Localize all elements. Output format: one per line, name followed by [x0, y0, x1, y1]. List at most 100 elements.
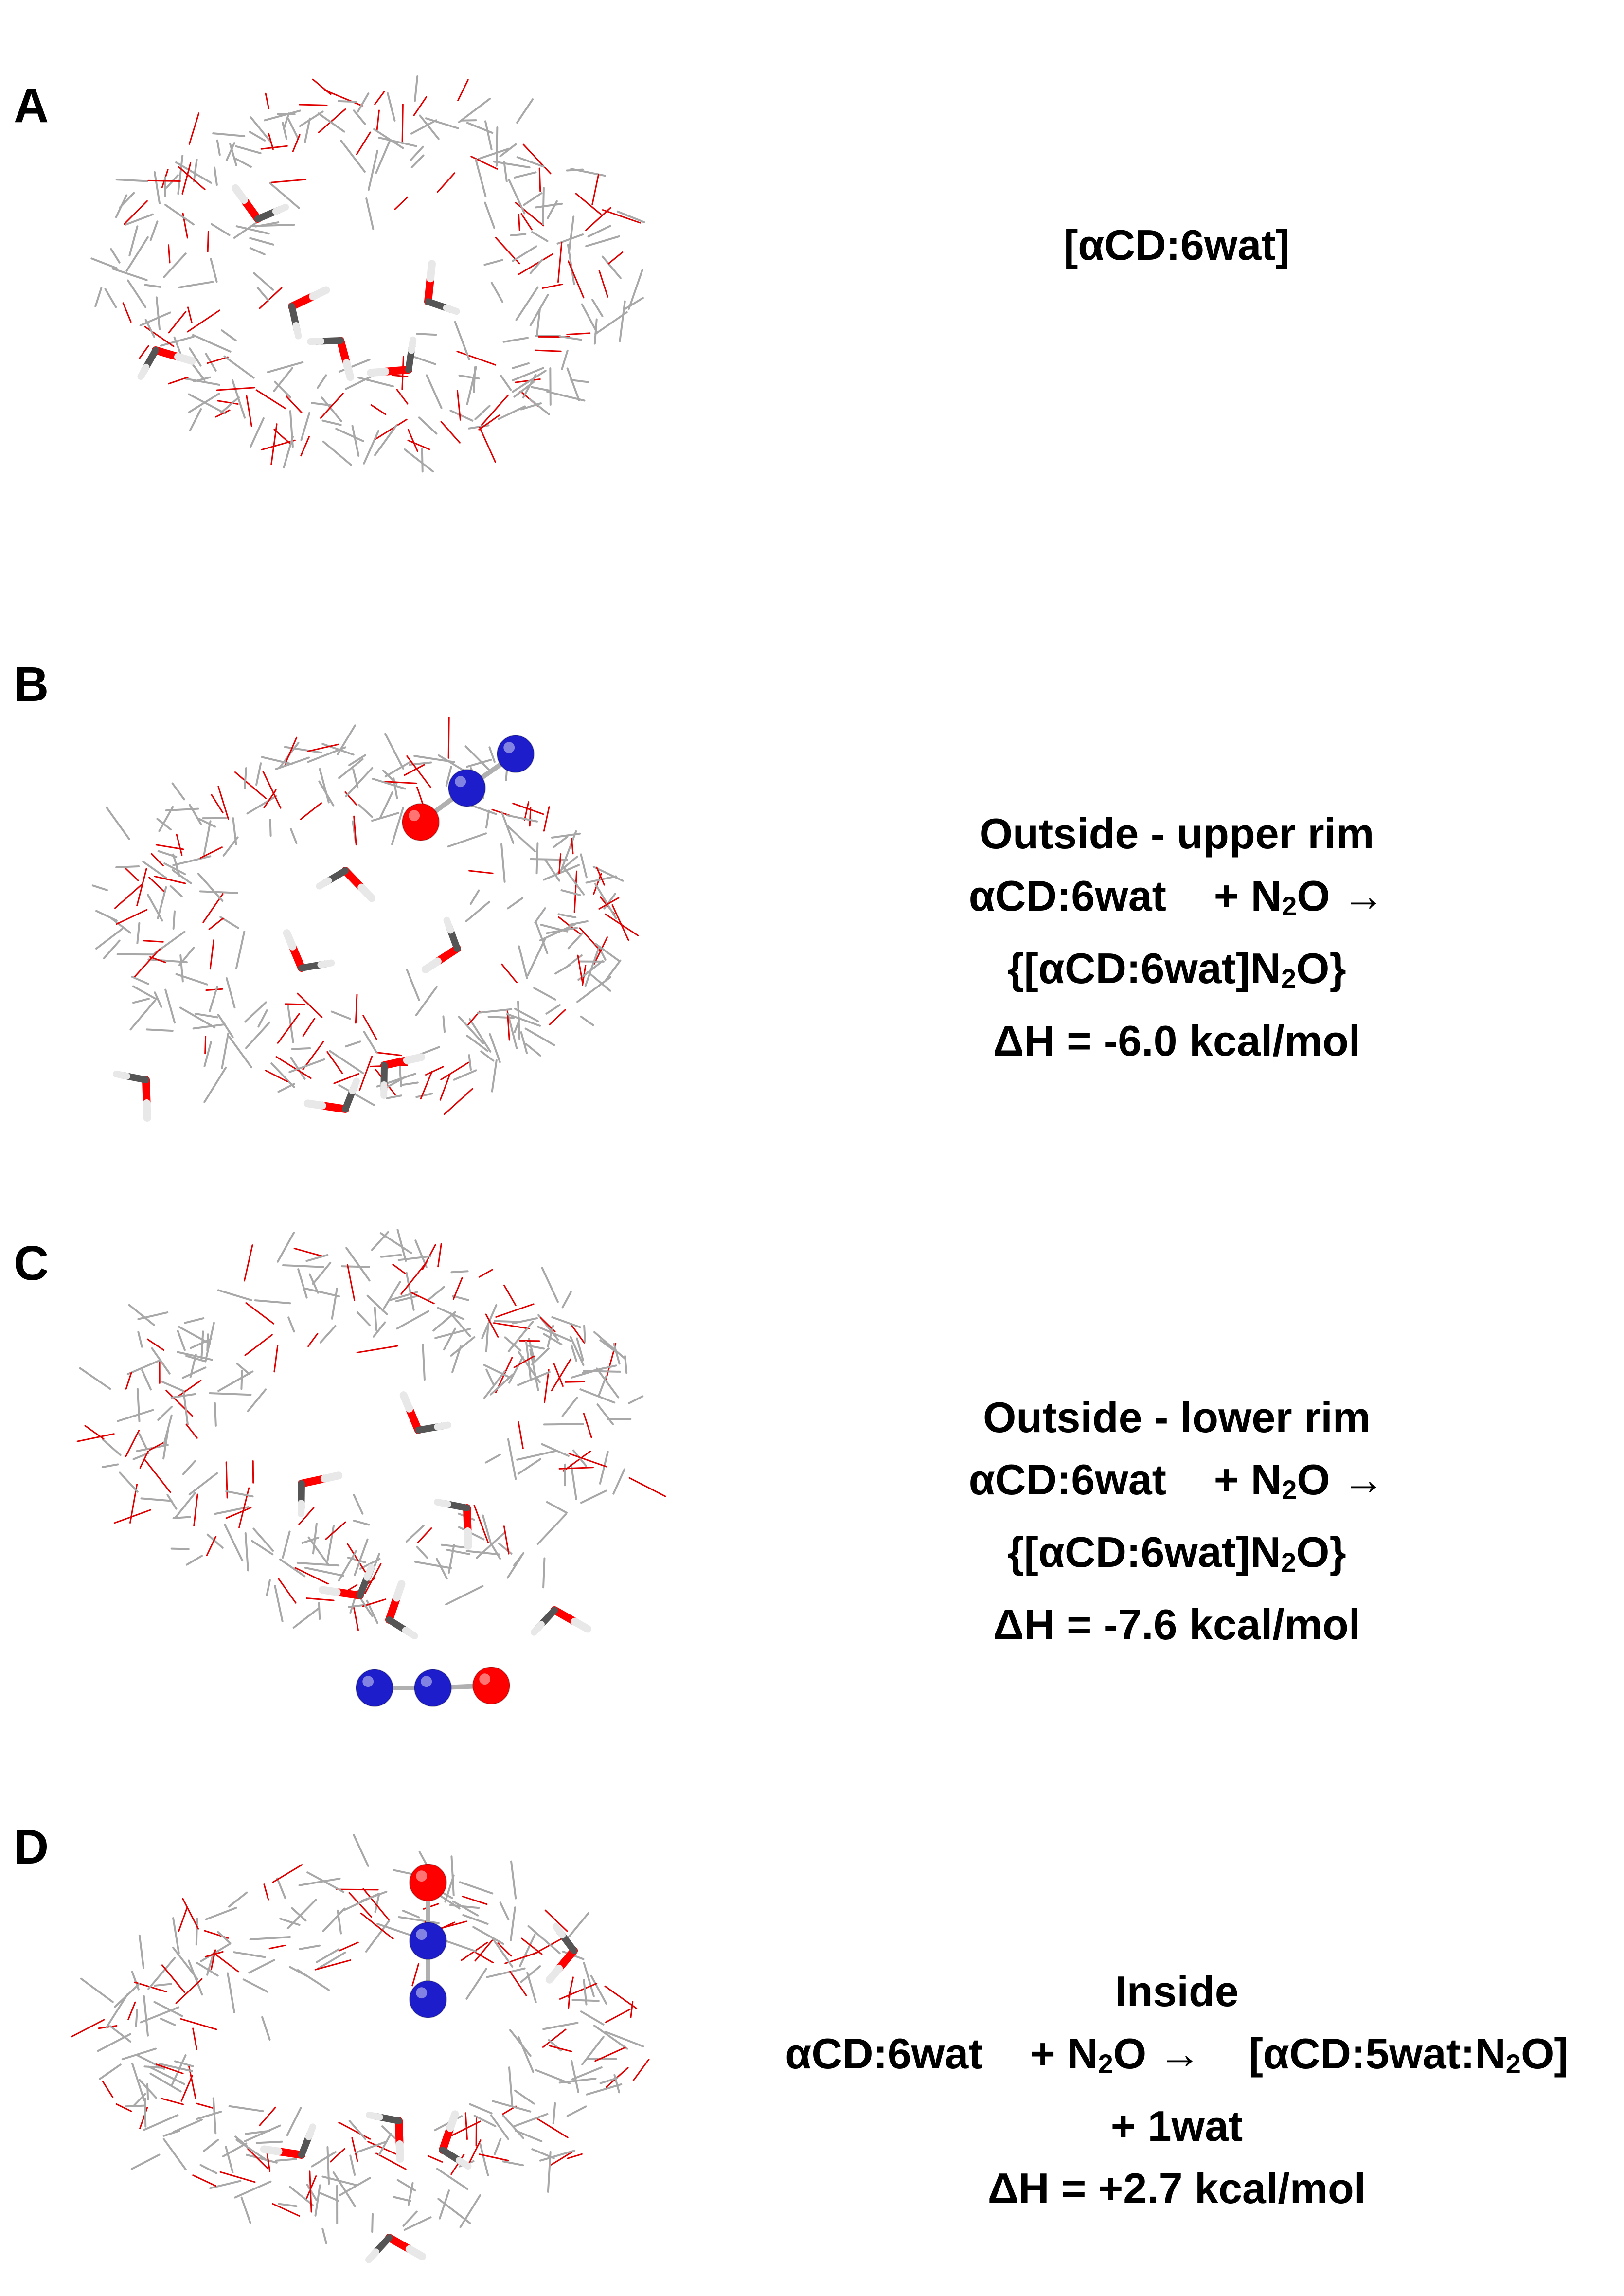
oxygen-bond	[294, 1248, 322, 1256]
oxygen-bond	[193, 2175, 216, 2186]
carbon-bond	[451, 1337, 474, 1356]
carbon-bond	[300, 1946, 320, 1949]
oxygen-bond	[256, 390, 286, 409]
oxygen-bond	[189, 113, 198, 144]
oxygen-bond	[560, 1984, 596, 1999]
carbon-bond	[509, 179, 524, 213]
oxygen-bond	[469, 871, 493, 873]
oxygen-bond	[568, 2154, 582, 2158]
carbon-bond	[581, 1017, 593, 1025]
oxygen-bond	[331, 2149, 345, 2161]
carbon-bond	[553, 2103, 555, 2123]
caption-line-2: αCD:6wat + N2O →	[730, 1449, 1624, 1521]
carbon-bond	[262, 2017, 270, 2040]
oxygen-bond	[260, 288, 282, 308]
carbon-bond	[606, 961, 620, 980]
oxygen-bond	[188, 307, 192, 323]
caption-line-3: {[αCD:6wat]N2O}	[730, 937, 1624, 1010]
carbon-bond	[454, 1070, 476, 1079]
oxygen-bond	[375, 92, 384, 104]
carbon-bond	[218, 1371, 252, 1391]
carbon-bond	[336, 429, 363, 441]
carbon-bond	[288, 119, 298, 138]
oxygen-bond	[375, 1052, 402, 1055]
carbon-bond	[210, 2181, 240, 2188]
carbon-bond	[318, 375, 326, 388]
oxygen-bond	[629, 1478, 665, 1496]
caption-line-1: Inside	[730, 1960, 1624, 2023]
carbon-bond	[176, 1493, 195, 1517]
oxygen-bond	[149, 878, 164, 891]
oxygen-bond	[359, 1057, 372, 1091]
carbon-bond	[470, 1019, 490, 1052]
carbon-bond	[563, 1398, 577, 1416]
nitrogen-atom	[448, 770, 485, 807]
carbon-bond	[547, 392, 584, 400]
carbon-bond	[278, 1233, 294, 1262]
carbon-bond	[373, 779, 405, 789]
oxygen-bond	[523, 144, 551, 174]
molecule-d	[29, 1737, 710, 2296]
carbon-bond	[532, 232, 547, 241]
carbon-bond	[381, 1255, 401, 1257]
oxygen-atom-highlight	[416, 1870, 427, 1882]
carbon-bond	[350, 2156, 355, 2175]
carbon-bond	[130, 1001, 155, 1029]
oxygen-bond	[247, 395, 251, 426]
oxygen-bond	[348, 1265, 355, 1300]
carbon-bond	[180, 955, 183, 982]
carbon-bond	[321, 1326, 335, 1343]
carbon-bond	[339, 1551, 356, 1581]
carbon-bond	[217, 141, 220, 155]
carbon-bond	[470, 2104, 491, 2114]
carbon-bond	[157, 297, 160, 329]
carbon-bond	[560, 337, 581, 340]
oxygen-bond	[392, 375, 408, 377]
carbon-bond	[568, 368, 579, 400]
carbon-bond	[508, 898, 522, 908]
carbon-bond	[218, 1290, 251, 1300]
water-h	[141, 367, 146, 377]
caption-line-1: [αCD:6wat]	[730, 214, 1624, 276]
carbon-bond	[268, 362, 303, 372]
carbon-bond	[81, 1979, 113, 2002]
carbon-bond	[291, 829, 297, 843]
carbon-bond	[128, 1360, 161, 1374]
carbon-bond	[227, 978, 235, 1007]
carbon-bond	[466, 902, 489, 921]
oxygen-bond	[349, 1893, 371, 1917]
carbon-bond	[161, 1381, 185, 1392]
water-h	[369, 2252, 376, 2260]
carbon-bond	[123, 2049, 156, 2059]
carbon-bond	[142, 1370, 151, 1390]
oxygen-bond	[161, 2099, 183, 2104]
caption-line-2: αCD:6wat + N2O → [αCD:5wat:N2O]	[730, 2023, 1624, 2095]
carbon-bond	[582, 2037, 604, 2064]
carbon-bond	[178, 156, 182, 194]
oxygen-bond	[301, 803, 321, 820]
carbon-bond	[100, 2064, 121, 2079]
carbon-bond	[274, 368, 292, 391]
carbon-bond	[183, 1461, 195, 1474]
oxygen-bond	[313, 79, 331, 94]
oxygen-bond	[468, 2140, 481, 2165]
carbon-bond	[323, 1909, 345, 1931]
carbon-bond	[142, 1498, 172, 1501]
carbon-bond	[372, 1232, 388, 1250]
oxygen-bond	[441, 1062, 469, 1079]
carbon-bond	[210, 1393, 250, 1395]
oxygen-atom	[402, 804, 439, 841]
carbon-bond	[584, 1326, 585, 1342]
oxygen-bond	[162, 1965, 184, 1992]
carbon-bond	[415, 357, 435, 364]
oxygen-bond	[176, 1979, 202, 2003]
oxygen-bond	[179, 1907, 187, 1931]
carbon-bond	[98, 2034, 131, 2051]
carbon-bond	[354, 110, 365, 124]
carbon-bond	[147, 2084, 148, 2099]
carbon-bond	[196, 1919, 197, 1944]
oxygen-bond	[169, 377, 188, 383]
carbon-bond	[279, 2204, 296, 2206]
panel-c: C Outside - lower rim αCD:6wat + N2O → {…	[0, 1158, 1624, 1717]
oxygen-bond	[580, 928, 601, 951]
